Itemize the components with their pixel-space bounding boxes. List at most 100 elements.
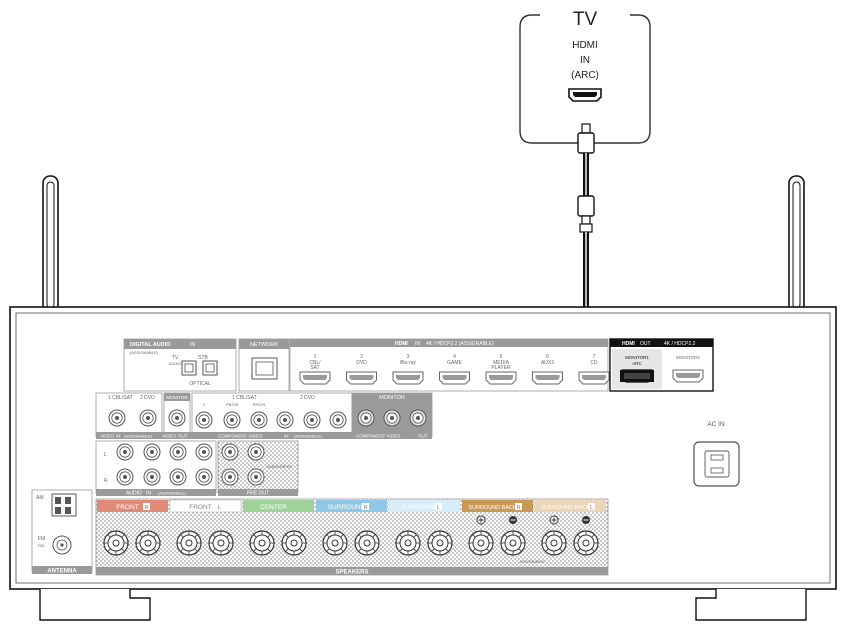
speaker-channel-label: R <box>364 505 368 511</box>
pre-out-label: PRE OUT <box>247 491 269 497</box>
speaker-channel-label: R <box>145 505 149 511</box>
hdmi-in-port-num: 6 <box>546 354 549 360</box>
speaker-group-name: FRONT <box>189 504 211 511</box>
speaker-channel-label: L <box>218 505 221 511</box>
hdmi-in-port-num: 1 <box>314 354 317 360</box>
hdmi-in-port-name: GAME <box>447 360 462 366</box>
speaker-terminal-minus <box>500 530 526 556</box>
polarity-plus-icon <box>549 515 559 525</box>
antenna-terminal-block: ANTENNA AM FM 75Ω <box>31 489 93 575</box>
speaker-terminal-minus <box>135 530 161 556</box>
audio-l-label: L <box>104 452 107 458</box>
hdmi-in-port-name: AUX2 <box>541 360 554 366</box>
speaker-terminal-minus <box>208 530 234 556</box>
component-cbl-jack-0 <box>195 411 213 429</box>
tv-hdmi-port <box>568 88 602 102</box>
digital-audio-stb-label: STB <box>198 355 208 361</box>
cable-plug-mid <box>577 195 595 217</box>
component-cbl-jack-2 <box>250 411 268 429</box>
hdmi-in-port-num: 2 <box>360 354 363 360</box>
hdmi-cable-plug-receiver <box>620 370 654 382</box>
optical-label: OPTICAL <box>189 381 211 387</box>
speaker-group-name: FRONT <box>116 504 138 511</box>
receiver-foot-left <box>39 589 151 621</box>
hdmi-in-port-name: CD <box>590 360 598 366</box>
ac-in-label: AC IN <box>707 421 725 428</box>
hdmi-port-inner <box>303 375 327 380</box>
component-dvd-jack-0 <box>276 411 294 429</box>
digital-audio-sub: (ASSIGNABLE) <box>130 350 159 355</box>
hdmi-in-port-name: MEDIA <box>493 360 510 366</box>
hdmi-out-block: HDMI OUT 4K / HDCP2.2 MONITOR1 ARC MONIT… <box>609 338 714 392</box>
component-monitor-jack-1 <box>383 409 401 427</box>
speaker-channel-badge <box>143 503 150 510</box>
polarity-minus-icon <box>582 516 590 524</box>
digital-audio-tv-sub: AUDIO <box>169 361 182 366</box>
speaker-group-name: SURROUND <box>401 504 439 511</box>
hdmi-port-inner <box>396 375 420 380</box>
video-component-block: 1 CBL/SAT 2 DVD MONITOR 1 CBL/SAT 2 DVD … <box>95 392 433 439</box>
tv-port-label-line1: HDMI <box>572 40 598 51</box>
speaker-color-label <box>97 500 168 512</box>
speaker-terminal-minus <box>354 530 380 556</box>
pre-out-jack-2 <box>247 443 265 461</box>
audio-jack-l-2 <box>169 443 187 461</box>
hdmi-port-inner <box>582 375 606 380</box>
speaker-channel-badge <box>515 503 522 510</box>
component-cbl-jack-1 <box>223 411 241 429</box>
component-dvd-jack-1 <box>303 411 321 429</box>
component-dvd-label: 2 DVD <box>300 395 315 401</box>
component-out-label: COMPONENT VIDEO <box>356 434 401 439</box>
hdmi-in-port-name: DVD <box>356 360 367 366</box>
component-out-badge: OUT <box>418 434 428 439</box>
hdmi-in-badge: IN <box>415 341 420 347</box>
hdmi-in-port-num: 5 <box>500 354 503 360</box>
antenna-am-label: AM <box>36 495 44 501</box>
hdmi-port-inner <box>535 375 560 380</box>
speaker-channel-label: L <box>437 505 440 511</box>
tv-port-label-line2: IN <box>580 55 590 66</box>
speaker-channel-label: R <box>517 505 521 511</box>
hdmi-in-port-num: 3 <box>407 354 410 360</box>
hdmi-port-inner <box>349 375 374 380</box>
hdmi-in-title: HDMI <box>395 341 408 347</box>
audio-r-label: R <box>104 478 108 484</box>
speaker-terminal-plus <box>249 530 275 556</box>
hdmi-out-arc-label: ARC <box>632 361 642 366</box>
hdmi-in-port-num: 4 <box>453 354 456 360</box>
video-in-badge: IN <box>116 434 121 439</box>
hdmi-in-port-name2: PLAYER <box>491 365 511 371</box>
hdmi-out-monitor2-port <box>672 369 704 383</box>
hdmi-in-port-name: Blu-ray <box>400 360 416 366</box>
video-monitor-label: MONITOR <box>166 395 188 400</box>
antenna-fm-sub: 75Ω <box>37 543 44 548</box>
hdmi-port-inner <box>489 375 513 380</box>
pre-out-block: PRE OUT SUBWOOFER <box>217 440 299 497</box>
audio-jack-r-0 <box>116 468 134 486</box>
network-label: NETWORK <box>250 342 278 348</box>
component-dvd-jack-2 <box>329 411 347 429</box>
digital-audio-tv-label: TV <box>172 355 179 361</box>
component-pb-label: PB/CB <box>226 402 238 407</box>
video-out-label: VIDEO <box>162 434 177 439</box>
audio-jack-l-0 <box>116 443 134 461</box>
digital-audio-badge: IN <box>190 342 195 348</box>
network-block: NETWORK <box>238 338 290 392</box>
speaker-channel-badge <box>588 503 595 510</box>
speaker-channel-badge <box>216 503 223 510</box>
audio-jack-r-2 <box>169 468 187 486</box>
pre-out-jack-4 <box>247 468 265 486</box>
video-in-assign: (ASSIGNABLE) <box>124 434 153 439</box>
speaker-color-label <box>316 500 387 512</box>
digital-audio-title: DIGITAL AUDIO <box>130 342 171 348</box>
video-monitor-jack <box>168 409 186 427</box>
speakers-assignable-label: ASSIGNABLE <box>519 559 545 564</box>
